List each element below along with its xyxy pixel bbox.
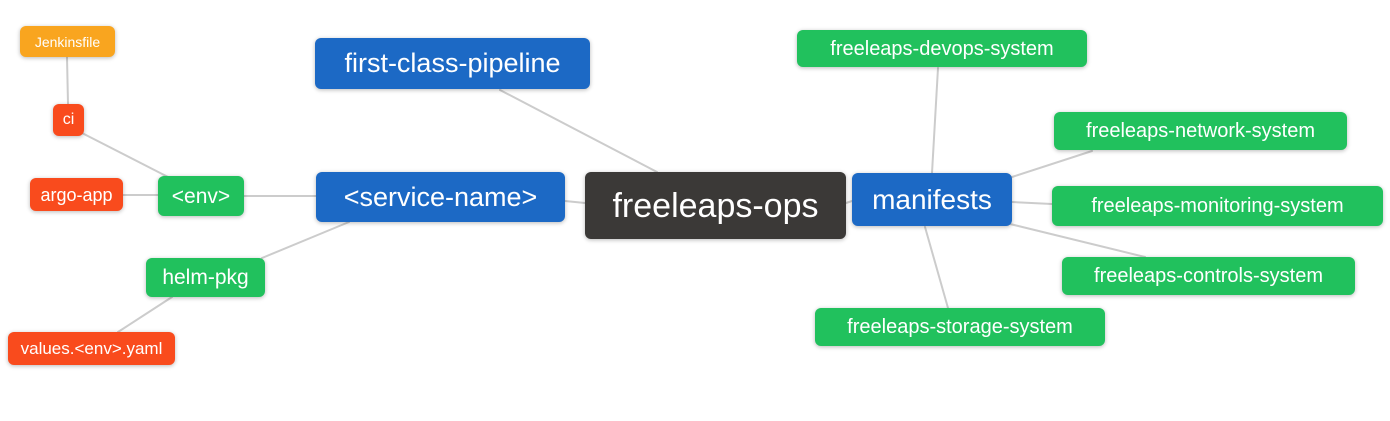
node-jenkinsfile[interactable]: Jenkinsfile	[20, 26, 115, 57]
node-freeleaps-controls-system[interactable]: freeleaps-controls-system	[1062, 257, 1355, 295]
edge-root-service	[564, 200, 586, 204]
node-manifests[interactable]: manifests	[852, 173, 1012, 226]
edge-ci-jenkinsfile	[66, 56, 69, 105]
edge-root-manifests	[845, 200, 853, 204]
node-freeleaps-storage-system[interactable]: freeleaps-storage-system	[815, 308, 1105, 346]
edge-manifests-devops	[931, 67, 939, 174]
node-service-name[interactable]: <service-name>	[316, 172, 565, 222]
edge-helm-values	[117, 296, 173, 333]
edge-manifests-monitoring	[1011, 201, 1053, 205]
node-env[interactable]: <env>	[158, 176, 244, 216]
node-freeleaps-network-system[interactable]: freeleaps-network-system	[1054, 112, 1347, 150]
node-freeleaps-monitoring-system[interactable]: freeleaps-monitoring-system	[1052, 186, 1383, 226]
node-helm-pkg[interactable]: helm-pkg	[146, 258, 265, 297]
edge-manifests-storage	[924, 226, 949, 309]
edge-root-pipeline	[499, 89, 658, 173]
node-argo-app[interactable]: argo-app	[30, 178, 123, 211]
node-ci[interactable]: ci	[53, 104, 84, 136]
edge-service-helm-pkg	[261, 221, 350, 259]
node-freeleaps-devops-system[interactable]: freeleaps-devops-system	[797, 30, 1087, 67]
edge-manifests-controls	[1009, 223, 1146, 258]
node-freeleaps-ops-root[interactable]: freeleaps-ops	[585, 172, 846, 239]
edge-env-ci	[81, 132, 171, 179]
node-values-env-yaml[interactable]: values.<env>.yaml	[8, 332, 175, 365]
node-first-class-pipeline[interactable]: first-class-pipeline	[315, 38, 590, 89]
edge-manifests-network	[1011, 150, 1093, 178]
